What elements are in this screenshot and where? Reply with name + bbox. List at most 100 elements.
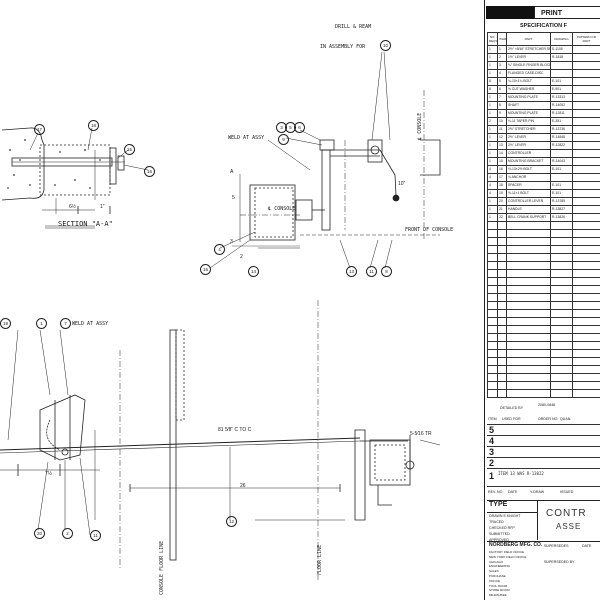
spec-cell-blank: [497, 325, 507, 334]
spec-drawing: R-12811: [550, 109, 573, 118]
spec-cell-blank: [506, 349, 551, 358]
revision-row: 4: [487, 435, 600, 447]
spec-qty: 8: [487, 77, 498, 86]
print-label: PRINT: [534, 6, 600, 19]
drawn-by: DRAWN E.KNIGHT: [489, 514, 521, 518]
distribution-item: TOOL ROOM: [489, 583, 508, 588]
distribution-item: STORE ROOM: [489, 588, 510, 593]
spec-cell-blank: [572, 333, 600, 342]
spec-cell-blank: [506, 253, 551, 262]
spec-cell-blank: [487, 245, 498, 254]
distribution-item: OFFICE: [489, 578, 500, 583]
spec-drawing: R-14848: [550, 133, 573, 142]
distribution-item: CHICAGO: [489, 559, 504, 564]
section-aa-view: [1, 127, 149, 229]
spec-qty: 1: [487, 45, 498, 54]
spec-pattern: [572, 109, 600, 118]
distribution-item: NEW YORK FIELD OFFICE: [489, 554, 527, 559]
spec-qty: 1: [487, 101, 498, 110]
spec-qty: 1: [487, 125, 498, 134]
type-label: TYPE: [489, 501, 508, 508]
spec-cell-blank: [506, 309, 551, 318]
spec-qty: 8: [487, 85, 498, 94]
spec-drawing: R-13827: [550, 205, 573, 214]
spec-item: 1: [497, 45, 507, 54]
spec-pattern: [572, 133, 600, 142]
spec-cell-blank: [572, 301, 600, 310]
col-header-part: PART: [506, 32, 551, 46]
spec-pattern: [572, 61, 600, 70]
spec-cell-blank: [506, 357, 551, 366]
spec-drawing: R-14043: [550, 157, 573, 166]
spec-cell-blank: [550, 277, 573, 286]
spec-cell-blank: [550, 333, 573, 342]
spec-cell-blank: [550, 245, 573, 254]
spec-cell-blank: [487, 261, 498, 270]
spec-item: 14: [497, 149, 507, 158]
spec-part: ⅝-11×1 BOLT: [506, 189, 551, 198]
col-header-item: ITEM: [497, 32, 507, 46]
spec-cell-blank: [497, 341, 507, 350]
spec-cell-blank: [506, 285, 551, 294]
spec-drawing: R-12822: [550, 141, 573, 150]
spec-drawing: S-1105: [550, 45, 573, 54]
spec-cell-blank: [550, 221, 573, 230]
spec-cell-blank: [506, 381, 551, 390]
title-divider: [487, 500, 600, 501]
spec-drawing: [550, 149, 573, 158]
balloon-item-17: 17: [34, 124, 45, 135]
spec-cell-blank: [572, 253, 600, 262]
spec-cell-blank: [487, 365, 498, 374]
spec-qty: 4: [487, 189, 498, 198]
balloon-item-12: 12: [226, 516, 237, 527]
spec-item: 17: [497, 173, 507, 182]
rev-header-ydraw: Y-DRAW: [530, 490, 545, 494]
spec-item: 11: [497, 125, 507, 134]
spec-cell-blank: [497, 229, 507, 238]
balloon-item-16: 16: [144, 166, 155, 177]
spec-cell-blank: [506, 341, 551, 350]
dim-10: 10": [398, 181, 406, 187]
spec-cell-blank: [550, 373, 573, 382]
spec-drawing: E-101: [550, 189, 573, 198]
spec-part: 2½" LEVER: [506, 141, 551, 150]
revision-row: 1: [487, 468, 600, 483]
traced-by: TRACED: [489, 520, 504, 524]
console-centerline-mid: ℄ CONSOLE: [268, 206, 296, 212]
revision-header-row: [487, 486, 600, 497]
spec-part: HANDLE: [506, 205, 551, 214]
spec-cell-blank: [572, 341, 600, 350]
spec-cell-blank: [572, 269, 600, 278]
spec-drawing: R-13313: [550, 93, 573, 102]
spec-cell-blank: [487, 229, 498, 238]
section-aa-label: SECTION "A-A": [58, 220, 113, 228]
balloon-item-4: 4: [214, 244, 225, 255]
spec-part: CONTROLLER LEVER: [506, 197, 551, 206]
spec-cell-blank: [550, 357, 573, 366]
spec-row-blank: [487, 221, 600, 230]
spec-item: 15: [497, 157, 507, 166]
drawing-title-line2: ASSE: [556, 522, 582, 531]
spec-cell-blank: [497, 285, 507, 294]
spec-row-blank: [487, 309, 600, 318]
floor-line: FLOOR LINE: [317, 544, 323, 575]
spec-part: ¾ ANCHOR: [506, 173, 551, 182]
spec-part: 1½" LEVER: [506, 53, 551, 62]
side-assembly-view: [0, 300, 441, 580]
spec-cell-blank: [497, 301, 507, 310]
spec-row-blank: [487, 389, 600, 398]
spec-cell-blank: [506, 229, 551, 238]
spec-row-blank: [487, 349, 600, 358]
revision-number: 5: [489, 425, 495, 435]
spec-pattern: [572, 197, 600, 206]
spec-cell-blank: [572, 261, 600, 270]
spec-drawing: R-14052: [550, 101, 573, 110]
spec-cell-blank: [487, 301, 498, 310]
spec-item: 12: [497, 133, 507, 142]
